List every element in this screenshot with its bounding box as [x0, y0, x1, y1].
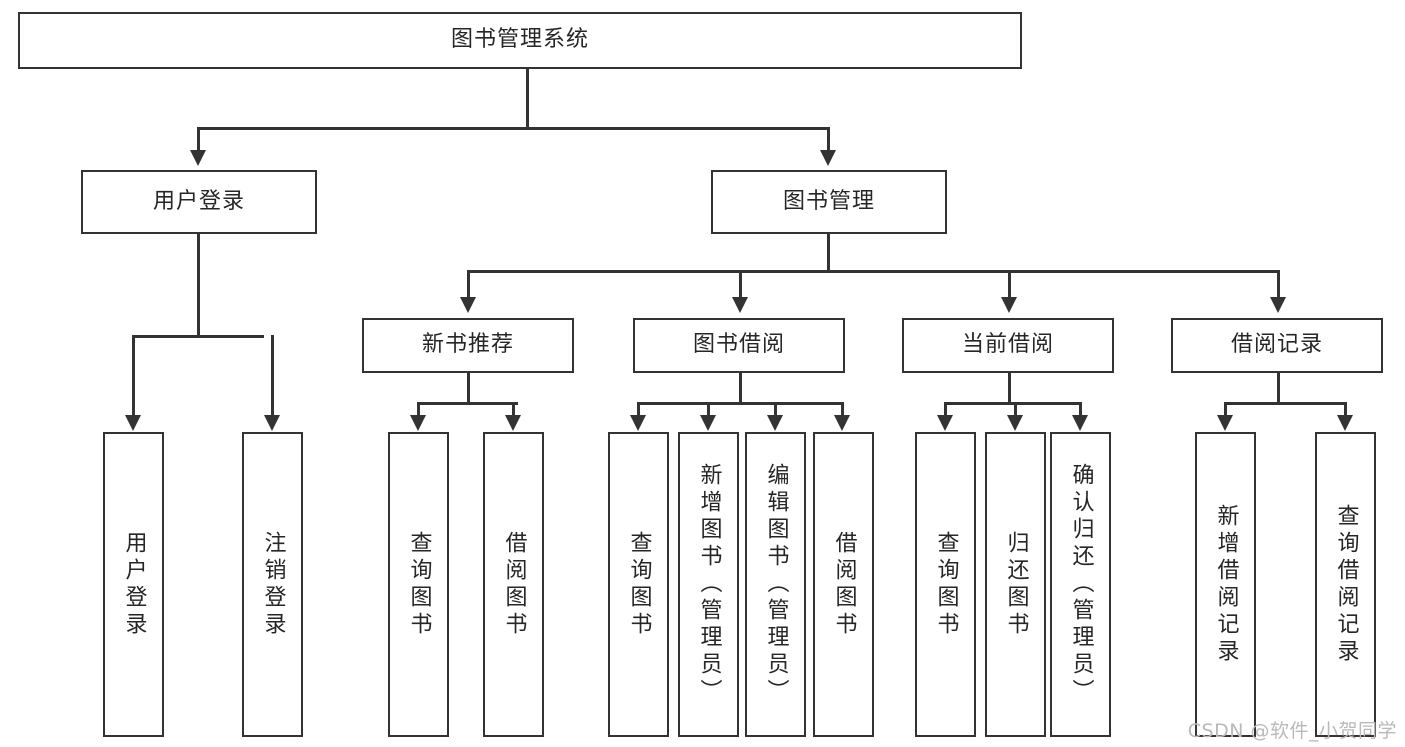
- arrowhead-leaf-8: [834, 415, 850, 431]
- connector-book-manage-stem: [827, 234, 830, 270]
- arrowhead-borrow: [732, 297, 748, 313]
- leaf-edit-book-admin[interactable]: 编辑图书（管理员）: [745, 432, 806, 737]
- connector-drop-leaf-7: [774, 402, 777, 416]
- node-label: 用户登录: [152, 188, 245, 214]
- arrowhead-leaf-9: [937, 415, 953, 431]
- arrowhead-leaf-3: [410, 415, 426, 431]
- connector-drop-leaf-1: [132, 335, 135, 416]
- leaf-query-book-current[interactable]: 查询图书: [915, 432, 976, 737]
- connector-drop-leaf-12: [1224, 402, 1227, 416]
- node-label: 查询图书: [406, 530, 432, 639]
- connector-drop-leaf-8: [841, 402, 844, 416]
- arrowhead-leaf-12: [1217, 415, 1233, 431]
- arrowhead-new-book: [460, 297, 476, 313]
- connector-new-book-stem: [467, 373, 470, 402]
- node-new-book-recommend[interactable]: 新书推荐: [362, 318, 574, 373]
- connector-drop-new-book: [467, 270, 470, 298]
- connector-borrow-stem: [739, 373, 742, 402]
- node-label: 新书推荐: [421, 332, 514, 358]
- node-label: 借阅图书: [831, 530, 857, 639]
- connector-record-bus: [1224, 402, 1345, 405]
- arrowhead-leaf-11: [1072, 415, 1088, 431]
- connector-drop-leaf-2: [271, 335, 274, 416]
- leaf-add-borrow-record[interactable]: 新增借阅记录: [1195, 432, 1256, 737]
- connector-drop-leaf-5: [637, 402, 640, 416]
- connector-drop-leaf-11: [1079, 402, 1082, 416]
- leaf-return-book[interactable]: 归还图书: [985, 432, 1046, 737]
- leaf-user-login[interactable]: 用户登录: [103, 432, 164, 737]
- node-label: 当前借阅: [961, 332, 1054, 358]
- node-user-login[interactable]: 用户登录: [81, 170, 317, 234]
- connector-root-stem: [526, 69, 529, 127]
- connector-drop-borrow: [739, 270, 742, 298]
- node-label: 图书管理: [782, 188, 875, 214]
- connector-drop-leaf-6: [707, 402, 710, 416]
- leaf-query-borrow-record[interactable]: 查询借阅记录: [1315, 432, 1376, 737]
- node-root-system[interactable]: 图书管理系统: [18, 12, 1022, 69]
- leaf-borrow-book[interactable]: 借阅图书: [813, 432, 874, 737]
- connector-current-stem: [1008, 373, 1011, 402]
- connector-new-book-bus: [417, 402, 518, 405]
- leaf-query-book-recommend[interactable]: 查询图书: [388, 432, 449, 737]
- leaf-confirm-return-admin[interactable]: 确认归还（管理员）: [1050, 432, 1111, 737]
- arrowhead-leaf-10: [1007, 415, 1023, 431]
- node-label: 注销登录: [260, 530, 286, 639]
- node-label: 借阅图书: [501, 530, 527, 639]
- connector-book-manage-bus: [467, 270, 1280, 273]
- arrowhead-book-manage: [820, 150, 836, 166]
- connector-drop-leaf-13: [1344, 402, 1347, 416]
- leaf-add-book-admin[interactable]: 新增图书（管理员）: [678, 432, 739, 737]
- node-label: 图书借阅: [692, 332, 785, 358]
- node-label: 新增借阅记录: [1213, 503, 1239, 666]
- connector-drop-book-manage: [827, 127, 830, 151]
- connector-root-bus: [197, 127, 829, 130]
- arrowhead-leaf-13: [1337, 415, 1353, 431]
- node-label: 确认归还（管理员）: [1068, 463, 1094, 706]
- connector-drop-leaf-9: [944, 402, 947, 416]
- node-label: 查询图书: [933, 530, 959, 639]
- node-current-borrow[interactable]: 当前借阅: [902, 318, 1114, 373]
- connector-user-login-stem: [197, 234, 200, 335]
- leaf-logout[interactable]: 注销登录: [242, 432, 303, 737]
- arrowhead-user-login: [190, 150, 206, 166]
- arrowhead-leaf-5: [630, 415, 646, 431]
- node-label: 新增图书（管理员）: [696, 463, 722, 706]
- node-label: 查询借阅记录: [1333, 503, 1359, 666]
- arrowhead-leaf-4: [505, 415, 521, 431]
- node-label: 图书管理系统: [450, 27, 589, 53]
- node-borrow-record[interactable]: 借阅记录: [1171, 318, 1383, 373]
- arrowhead-current: [1001, 297, 1017, 313]
- connector-drop-record: [1277, 270, 1280, 298]
- connector-borrow-bus: [637, 402, 843, 405]
- connector-drop-current: [1008, 270, 1011, 298]
- node-label: 查询图书: [626, 530, 652, 639]
- connector-current-bus: [944, 402, 1081, 405]
- connector-drop-leaf-3: [417, 402, 420, 416]
- node-label: 用户登录: [121, 530, 147, 639]
- arrowhead-leaf-6: [700, 415, 716, 431]
- arrowhead-record: [1270, 297, 1286, 313]
- node-label: 借阅记录: [1230, 332, 1323, 358]
- node-label: 编辑图书（管理员）: [763, 463, 789, 706]
- connector-record-stem: [1277, 373, 1280, 402]
- leaf-borrow-book-recommend[interactable]: 借阅图书: [483, 432, 544, 737]
- connector-drop-user-login: [197, 127, 200, 151]
- node-book-borrow[interactable]: 图书借阅: [633, 318, 845, 373]
- node-label: 归还图书: [1003, 530, 1029, 639]
- connector-drop-leaf-4: [512, 402, 515, 416]
- arrowhead-leaf-1: [125, 415, 141, 431]
- leaf-query-book-borrow[interactable]: 查询图书: [608, 432, 669, 737]
- node-book-management[interactable]: 图书管理: [711, 170, 947, 234]
- connector-user-login-bus: [132, 335, 264, 338]
- connector-drop-leaf-10: [1014, 402, 1017, 416]
- arrowhead-leaf-2: [264, 415, 280, 431]
- arrowhead-leaf-7: [767, 415, 783, 431]
